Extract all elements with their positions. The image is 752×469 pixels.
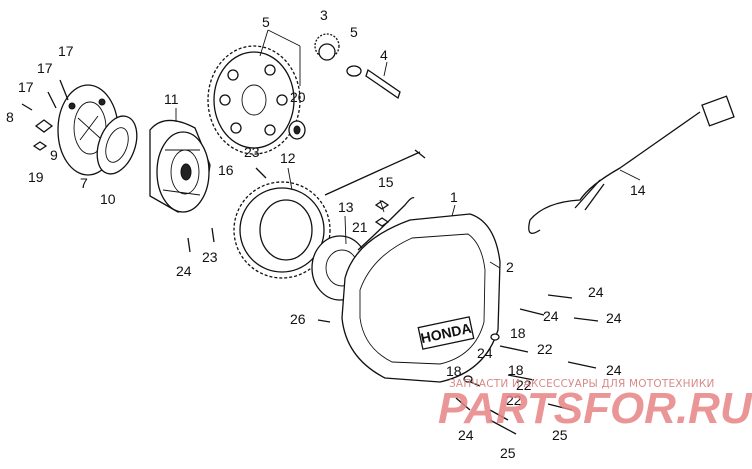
part-label-16: 16 — [218, 162, 234, 178]
reduction-gear-drawing — [314, 33, 401, 100]
part-label-18b: 18 — [446, 363, 462, 379]
part-label-17b: 17 — [37, 60, 53, 76]
watermark-tagline: ЗАПЧАСТИ И АКСЕССУАРЫ ДЛЯ МОТОТЕХНИКИ — [449, 378, 715, 390]
part-label-13: 13 — [338, 199, 354, 215]
part-label-24g: 25 — [552, 427, 568, 443]
part-label-2: 2 — [506, 259, 514, 275]
watermark-logo: PARTSFOR.RU — [438, 384, 752, 433]
part-label-18a: 18 — [510, 325, 526, 341]
part-label-25: 25 — [500, 445, 516, 461]
part-label-21: 21 — [352, 219, 368, 235]
part-labels: 5 3 5 4 17 17 17 8 9 19 7 10 11 20 23 12… — [6, 7, 646, 461]
part-label-24a: 24 — [588, 284, 604, 300]
part-label-18c: 18 — [508, 362, 524, 378]
part-label-19: 19 — [28, 169, 44, 185]
part-label-3: 3 — [320, 7, 328, 23]
part-label-14: 14 — [630, 182, 646, 198]
part-label-6: 5 — [262, 14, 270, 30]
part-label-26: 26 — [290, 311, 306, 327]
part-label-20: 20 — [290, 89, 306, 105]
part-label-23a: 23 — [244, 144, 260, 160]
part-label-7: 7 — [80, 175, 88, 191]
cover-drawing: HONDA — [341, 213, 501, 383]
part-label-11: 11 — [164, 91, 179, 107]
harness-drawing — [528, 95, 735, 234]
part-label-8: 8 — [6, 109, 14, 125]
part-label-24e: 24 — [606, 362, 622, 378]
part-label-10: 10 — [100, 191, 116, 207]
bolts-17-drawing — [21, 79, 69, 151]
part-label-17a: 17 — [58, 43, 74, 59]
rotor-drawing — [149, 119, 211, 213]
watermark: ЗАПЧАСТИ И АКСЕССУАРЫ ДЛЯ МОТОТЕХНИКИ PA… — [438, 378, 752, 433]
part-label-24c: 24 — [606, 310, 622, 326]
part-label-23b: 23 — [202, 249, 218, 265]
part-label-24d: 24 — [477, 345, 493, 361]
part-label-22c: 22 — [506, 392, 522, 408]
bolts-right-drawing — [317, 294, 599, 435]
part-label-17c: 17 — [18, 79, 34, 95]
stator-drawing — [233, 149, 426, 279]
part-label-24b: 24 — [543, 308, 559, 324]
part-label-22a: 22 — [537, 341, 553, 357]
part-label-12: 12 — [280, 150, 296, 166]
part-label-9: 9 — [50, 147, 58, 163]
part-label-23c: 24 — [176, 263, 192, 279]
bolts-23-drawing — [187, 167, 267, 253]
pulser-drawing — [96, 115, 138, 175]
part-label-4: 4 — [380, 47, 388, 63]
part-label-5: 5 — [350, 24, 358, 40]
part-label-1: 1 — [450, 189, 458, 205]
part-label-24f: 24 — [458, 427, 474, 443]
bushing-drawing — [288, 120, 306, 140]
part-label-15: 15 — [378, 174, 394, 190]
starter-gear-drawing — [207, 45, 301, 155]
part-label-22b: 22 — [516, 377, 532, 393]
leader-lines — [175, 29, 641, 269]
